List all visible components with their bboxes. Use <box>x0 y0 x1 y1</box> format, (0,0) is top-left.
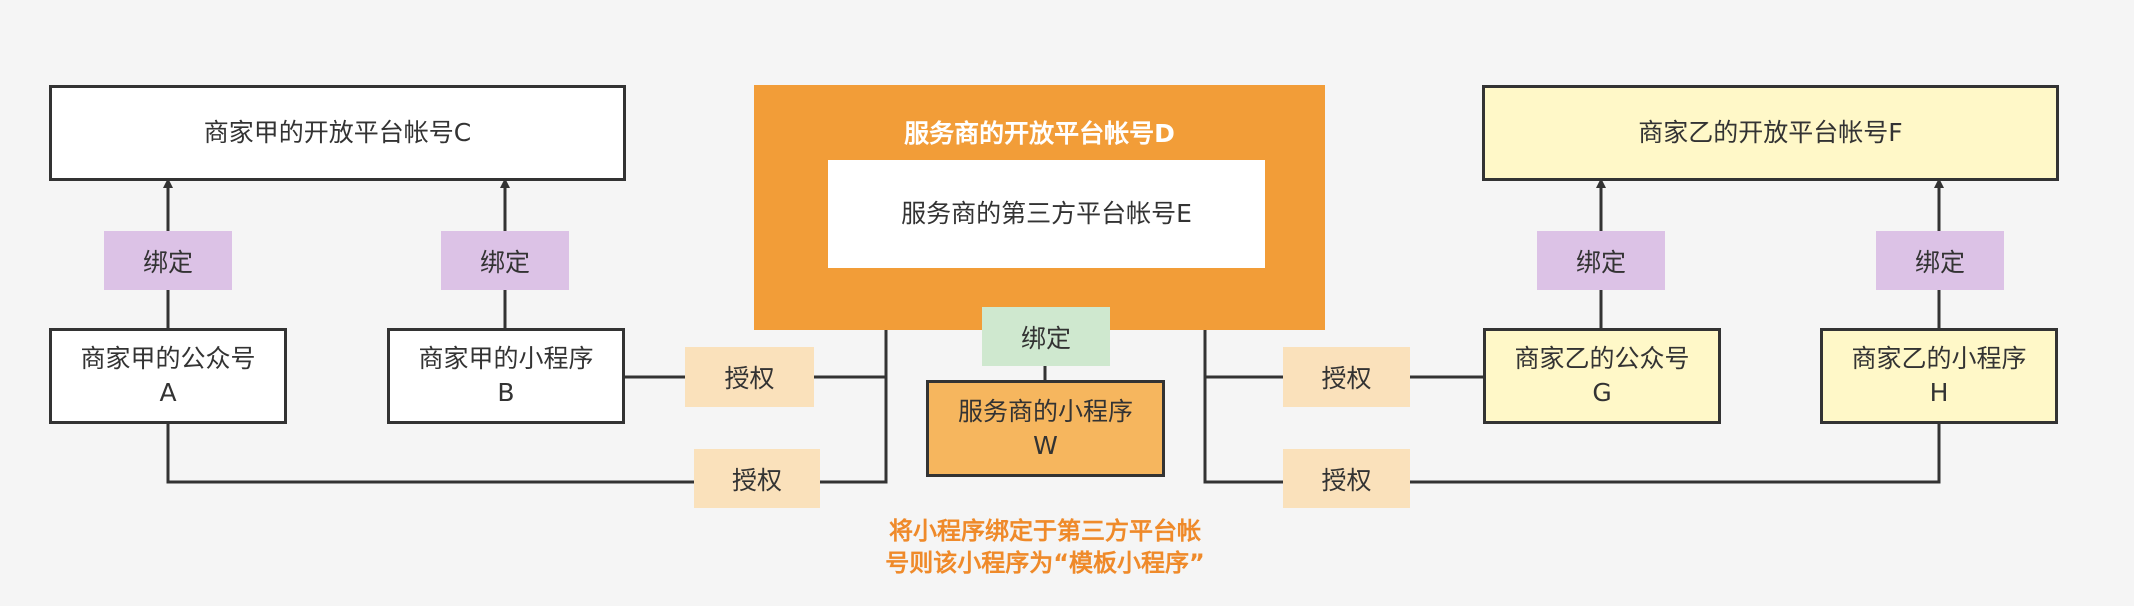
edge-a-to-e <box>166 377 888 484</box>
node-c-label: 商家甲的开放平台帐号C <box>203 118 472 147</box>
node-third-party-platform-e: 服务商的第三方平台帐号E <box>828 160 1265 268</box>
node-e-label: 服务商的第三方平台帐号E <box>901 199 1192 228</box>
edge-label-auth-h-e: 授权 <box>1283 449 1410 508</box>
node-g-line2: G <box>1592 378 1612 407</box>
node-mini-program-b: 商家甲的小程序 B <box>387 328 625 424</box>
node-mini-program-w: 服务商的小程序 W <box>926 380 1165 477</box>
node-b-line2: B <box>497 378 515 407</box>
edge-label-bind-g-f: 绑定 <box>1537 231 1665 290</box>
node-mini-program-h: 商家乙的小程序 H <box>1820 328 2058 424</box>
node-h-line1: 商家乙的小程序 <box>1851 344 2027 373</box>
edge-label-auth-a-e: 授权 <box>694 449 820 508</box>
edge-label-bind-w-e: 绑定 <box>982 307 1110 366</box>
node-w-line1: 服务商的小程序 <box>957 396 1133 426</box>
template-mini-program-note: 将小程序绑定于第三方平台帐 号则该小程序为“模板小程序” <box>845 515 1245 579</box>
edge-h-to-e <box>1203 377 1941 484</box>
note-line1: 将小程序绑定于第三方平台帐 <box>889 517 1201 545</box>
node-d-label: 服务商的开放平台帐号D <box>904 119 1175 148</box>
edge-label-bind-b-c: 绑定 <box>441 231 569 290</box>
edge-label-auth-g-e: 授权 <box>1283 347 1410 407</box>
node-official-account-a: 商家甲的公众号 A <box>49 328 287 424</box>
edge-label-bind-a-c: 绑定 <box>104 231 232 290</box>
edge-label-auth-b-e: 授权 <box>685 347 814 407</box>
node-official-account-g: 商家乙的公众号 G <box>1483 328 1721 424</box>
node-open-platform-c: 商家甲的开放平台帐号C <box>49 85 626 181</box>
edge-label-bind-h-f: 绑定 <box>1876 231 2004 290</box>
note-line2: 号则该小程序为“模板小程序” <box>885 549 1205 577</box>
node-h-line2: H <box>1929 378 1949 407</box>
node-a-line2: A <box>159 378 177 407</box>
node-w-line2: W <box>1033 430 1058 460</box>
node-g-line1: 商家乙的公众号 <box>1514 344 1690 373</box>
node-b-line1: 商家甲的小程序 <box>418 344 594 373</box>
node-a-line1: 商家甲的公众号 <box>80 344 256 373</box>
node-open-platform-f: 商家乙的开放平台帐号F <box>1482 85 2059 181</box>
node-f-label: 商家乙的开放平台帐号F <box>1638 118 1903 147</box>
